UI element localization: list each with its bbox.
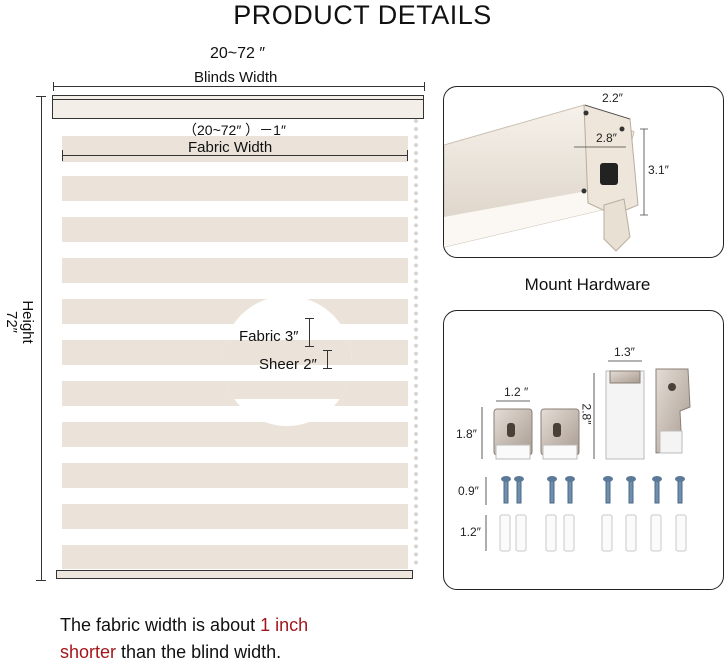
fabric-dim-tick <box>305 318 314 319</box>
mount-hardware-panel: 2.2″ 2.8″ 3.1″ <box>443 86 724 258</box>
height-tick-bottom <box>36 580 46 581</box>
height-value: 72″ <box>3 311 20 333</box>
screw-length: 0.9″ <box>458 484 479 498</box>
caption-highlight-2: shorter <box>60 642 117 662</box>
mount-dim-side: 3.1″ <box>648 163 669 177</box>
sheer-dimension-label: Sheer 2″ <box>259 356 317 373</box>
height-label: Height <box>19 300 36 344</box>
fabric-stripe <box>62 258 408 283</box>
fabric-stripe <box>62 176 408 201</box>
sheer-dim-tick <box>323 350 332 351</box>
height-tick-top <box>36 96 46 97</box>
fabric-dimension-label: Fabric 3″ <box>239 328 299 345</box>
zoom-circle <box>222 296 352 426</box>
fabric-stripe <box>62 504 408 529</box>
page-title: PRODUCT DETAILS <box>233 0 492 30</box>
height-text: Height 72″ <box>3 292 36 352</box>
small-bracket-width: 1.2 ″ <box>504 385 529 399</box>
fabric-width-tick-right <box>407 150 408 161</box>
mount-dim-inner: 2.8″ <box>596 131 617 145</box>
fabric-stripe <box>62 217 408 242</box>
anchor-length: 1.2″ <box>460 525 481 539</box>
blinds-width-range: 20~72 ″ <box>210 45 266 62</box>
fabric-width-tick-left <box>62 150 63 161</box>
sheer-dim-tick <box>323 368 332 369</box>
mount-hardware-label: Mount Hardware <box>524 275 651 294</box>
fabric-stripe <box>62 545 408 569</box>
zoom-fabric-band <box>222 340 352 365</box>
caption-part1: The fabric width is about <box>60 615 261 635</box>
fabric-width-label: Fabric Width <box>188 139 273 156</box>
headrail-line <box>53 99 423 100</box>
bottom-rail <box>56 570 413 579</box>
mount-dim-top: 2.2″ <box>602 91 623 105</box>
fabric-stripe <box>62 422 408 447</box>
caption: The fabric width is about 1 inch shorter… <box>60 612 308 666</box>
caption-part2: than the blind width. <box>116 642 282 662</box>
zoom-fabric-band <box>222 381 352 399</box>
blinds-width-tick-right <box>424 82 425 91</box>
blinds-width-label: Blinds Width <box>194 69 278 86</box>
bead-chain <box>414 119 418 565</box>
fabric-dim-line <box>309 318 310 347</box>
blinds-width-line <box>53 86 425 87</box>
fabric-stripe <box>62 136 408 162</box>
fabric-stripe <box>62 463 408 488</box>
height-line <box>41 96 42 580</box>
sheer-dim-line <box>327 350 328 369</box>
blinds-width-tick-left <box>53 82 54 91</box>
large-bracket-height: 2.8″ <box>579 403 594 425</box>
small-bracket-height: 1.8″ <box>456 427 477 441</box>
hardware-kit-panel: 1.2 ″ 1.3″ 1.8″ 2.8″ 0.9″ 1.2″ <box>443 310 724 590</box>
large-bracket-width: 1.3″ <box>614 345 635 359</box>
fabric-dim-tick <box>305 346 314 347</box>
headrail-illustration <box>444 104 648 252</box>
fabric-width-formula: （20~72″ ）－1″ <box>183 122 286 138</box>
hardware-kit-illustration <box>481 360 691 552</box>
caption-highlight-1: 1 inch <box>260 615 309 635</box>
fabric-width-line <box>62 155 408 156</box>
